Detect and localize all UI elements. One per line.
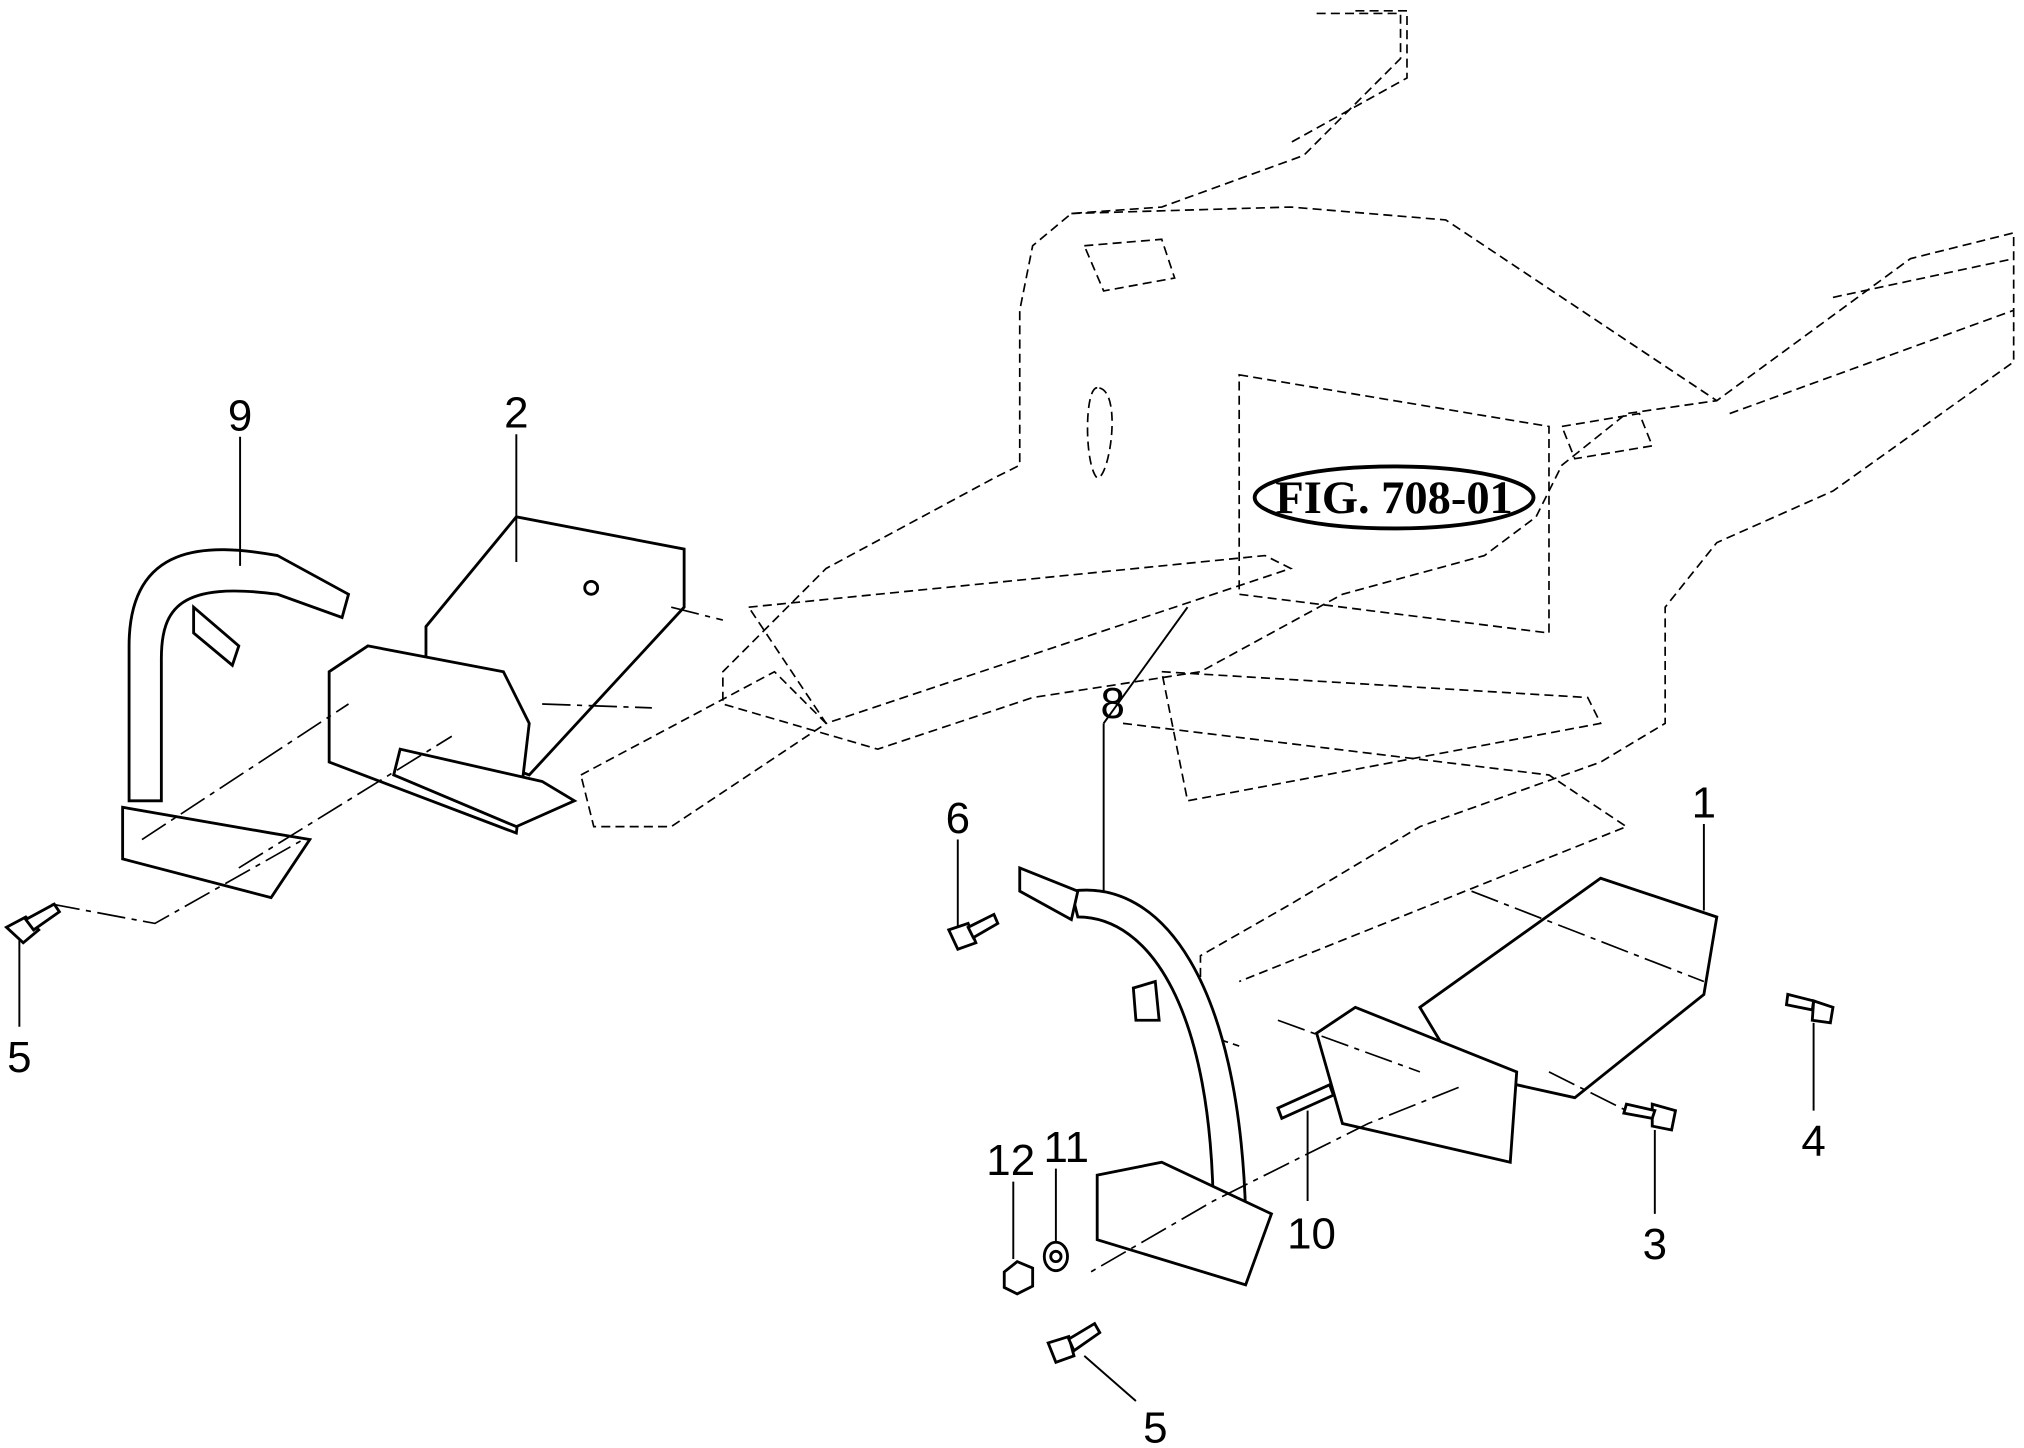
- callout-6: 6: [946, 794, 970, 843]
- callout-2: 2: [504, 389, 528, 438]
- bolt-4: [1784, 992, 1835, 1025]
- washer-11: [1042, 1240, 1069, 1273]
- stud-10: [1276, 1082, 1336, 1121]
- nut-12: [1002, 1259, 1035, 1296]
- callout-4: 4: [1801, 1117, 1825, 1166]
- callout-10: 10: [1287, 1210, 1336, 1259]
- callout-9: 9: [228, 391, 252, 440]
- left-step-bracket-9: [121, 548, 351, 900]
- figure-title: FIG. 708-01: [1275, 473, 1512, 524]
- callout-5-left: 5: [7, 1033, 31, 1082]
- bolt-3: [1622, 1102, 1678, 1132]
- callout-12: 12: [986, 1136, 1035, 1185]
- frame-chassis-outline: [579, 9, 2015, 1047]
- right-step-bracket-8: [1018, 865, 1274, 1287]
- callout-3: 3: [1643, 1220, 1667, 1269]
- left-step-box-2: [327, 515, 686, 836]
- callout-5-bottom: 5: [1143, 1403, 1167, 1448]
- figure-reference-badge[interactable]: FIG. 708-01: [1252, 464, 1536, 531]
- bolt-5-left: [4, 902, 62, 945]
- callout-8: 8: [1100, 679, 1124, 728]
- callout-11: 11: [1043, 1123, 1089, 1172]
- bolt-5-bottom: [1046, 1321, 1102, 1365]
- bolt-6: [946, 912, 1000, 952]
- callout-1: 1: [1692, 779, 1716, 828]
